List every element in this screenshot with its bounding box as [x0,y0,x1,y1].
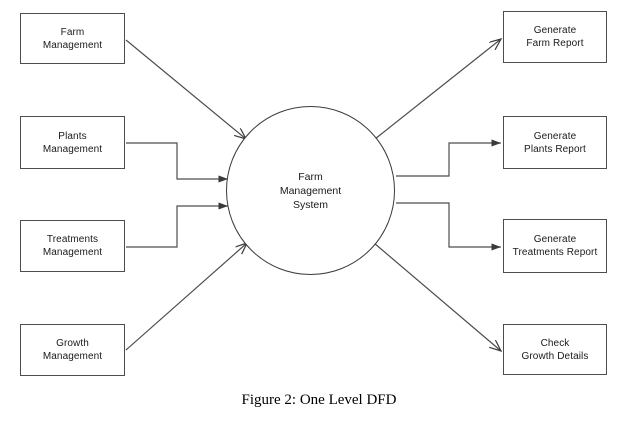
entity-growth-management[interactable]: Growth Management [20,324,125,376]
flow-growth-management-to-process [125,243,247,351]
flow-process-to-generate-treatments-report [396,202,501,251]
entity-generate-farm-report[interactable]: Generate Farm Report [503,11,607,63]
process-farm-management-system[interactable]: Farm Management System [226,106,395,275]
flow-process-to-check-growth-details [373,242,501,351]
flow-process-to-generate-farm-report [374,39,501,140]
flow-plants-management-to-process [126,142,228,183]
entity-plants-management-label: Plants Management [42,130,103,155]
entity-generate-plants-report[interactable]: Generate Plants Report [503,116,607,169]
entity-plants-management[interactable]: Plants Management [20,116,125,169]
entity-generate-plants-report-label: Generate Plants Report [524,130,586,155]
entity-treatments-management-label: Treatments Management [42,234,103,258]
entity-check-growth-details[interactable]: Check Growth Details [503,324,607,375]
entity-check-growth-details-label: Check Growth Details [521,337,589,362]
entity-generate-farm-report-label: Generate Farm Report [526,25,584,49]
figure-caption: Figure 2: One Level DFD [241,392,397,408]
entity-growth-management-label: Growth Management [42,338,103,362]
entity-farm-management-label: Farm Management [42,26,103,51]
process-farm-management-system-label: Farm Management System [279,170,342,211]
entity-generate-treatments-report-label: Generate Treatments Report [512,234,598,258]
flow-farm-management-to-process [125,39,246,139]
entity-generate-treatments-report[interactable]: Generate Treatments Report [503,219,607,273]
entity-farm-management[interactable]: Farm Management [20,13,125,64]
flow-treatments-management-to-process [126,202,228,248]
entity-treatments-management[interactable]: Treatments Management [20,220,125,272]
flow-process-to-generate-plants-report [396,139,501,177]
